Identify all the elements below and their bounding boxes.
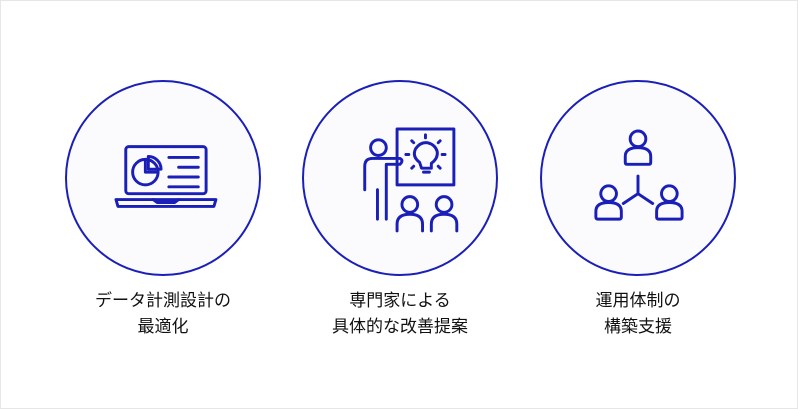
service-label: データ計測設計の 最適化 (95, 291, 231, 337)
service-item-operation-support: 運用体制の 構築支援 (538, 80, 738, 340)
service-item-expert-proposal: 専門家による 具体的な改善提案 (300, 80, 500, 340)
team-network-icon (594, 129, 684, 221)
icon-circle (65, 80, 261, 276)
service-item-data-measurement: データ計測設計の 最適化 (63, 80, 263, 340)
icon-circle (302, 80, 498, 276)
icon-circle (540, 80, 736, 276)
presenter-lightbulb-audience-icon (363, 127, 459, 233)
service-label: 専門家による 具体的な改善提案 (332, 291, 468, 337)
laptop-pie-chart-icon (114, 145, 218, 208)
service-label: 運用体制の 構築支援 (595, 291, 681, 337)
